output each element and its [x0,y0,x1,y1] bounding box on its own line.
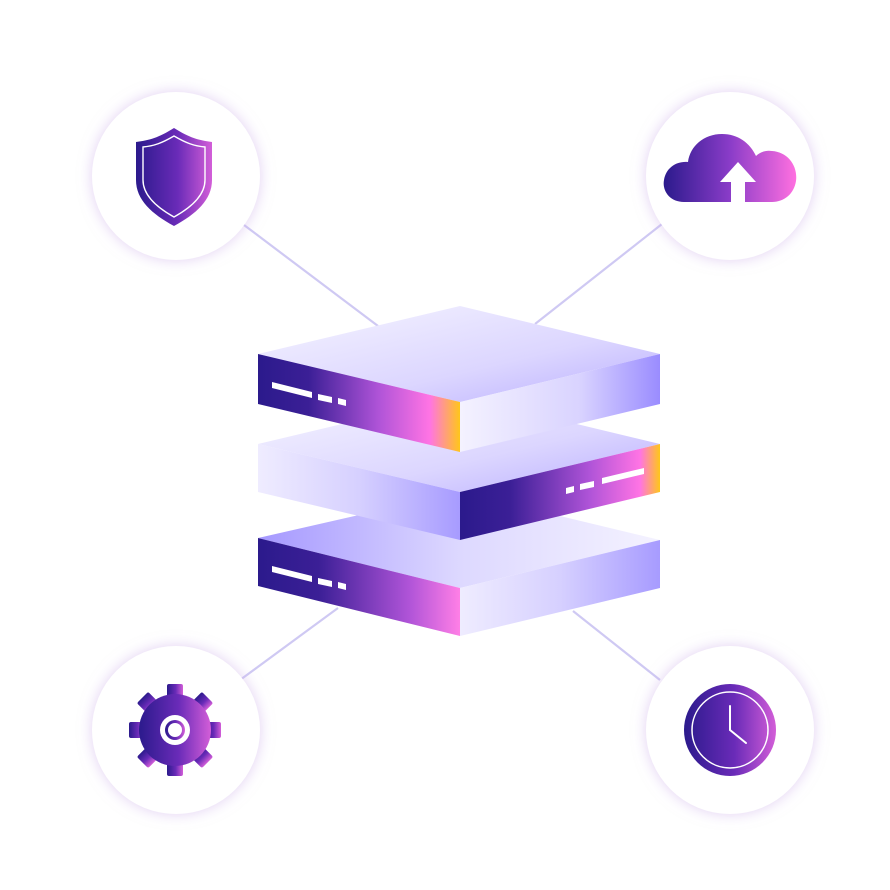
connector-clock [572,610,661,681]
clock-icon [684,684,776,776]
server-led-indicators [272,566,346,590]
server-led-indicators [272,382,346,406]
server-front-face [258,538,460,636]
server-stack [258,306,660,636]
connector-cloud [534,223,663,325]
server-led-indicators [566,468,644,494]
server-side-face [460,540,660,636]
clock-circle [646,646,814,814]
gear-icon [129,684,221,776]
server-front-face [258,354,460,452]
server-unit-top [258,306,660,452]
server-front-face [258,444,460,540]
shield-circle [92,92,260,260]
connector-lines [239,221,663,681]
cloud-circle [646,92,814,260]
server-side-face [460,354,660,452]
shield-icon [136,128,212,226]
connector-shield [239,221,379,327]
server-side-face [460,444,660,540]
cloud-upload-icon [663,134,797,202]
gear-circle [92,646,260,814]
server-top-face [258,306,660,402]
connector-gear [239,607,339,681]
